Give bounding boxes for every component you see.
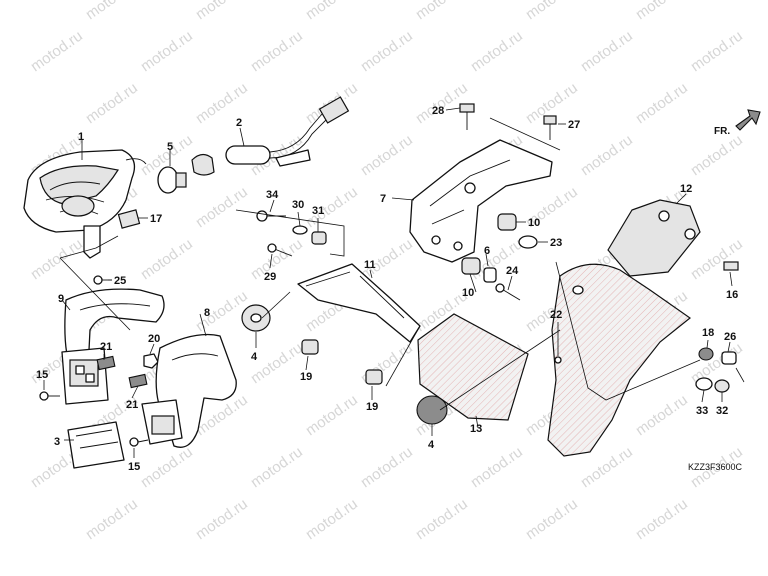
collars-bolts — [461, 213, 538, 301]
callout-29: 29 — [264, 271, 276, 283]
taillight-assembly — [23, 149, 147, 259]
callout-4a: 4 — [251, 351, 258, 363]
callout-12: 12 — [680, 183, 692, 195]
clip — [117, 209, 141, 229]
callout-21b: 21 — [126, 399, 138, 411]
bolts-28-27 — [459, 103, 557, 140]
callout-27: 27 — [568, 119, 580, 131]
callout-30: 30 — [292, 199, 304, 211]
callout-13: 13 — [470, 423, 482, 435]
callout-25: 25 — [114, 275, 126, 287]
license-bracket — [297, 263, 421, 343]
fender-hardware — [554, 261, 739, 393]
license-plate — [417, 313, 529, 421]
callout-15a: 15 — [36, 369, 48, 381]
direction-arrow: FR. — [714, 109, 761, 137]
upper-bracket — [409, 139, 553, 263]
callout-3: 3 — [54, 436, 60, 448]
callout-16: 16 — [726, 289, 738, 301]
callout-32: 32 — [716, 405, 728, 417]
bolt-25 — [93, 275, 112, 285]
diagram-code: KZZ3F3600C — [688, 462, 743, 472]
callout-10a: 10 — [528, 217, 540, 229]
callout-17: 17 — [150, 213, 162, 225]
license-lens — [67, 421, 125, 469]
callout-19a: 19 — [300, 371, 312, 383]
callout-5: 5 — [167, 141, 173, 153]
bulb — [157, 166, 187, 194]
callout-11: 11 — [364, 259, 376, 271]
callout-6: 6 — [484, 245, 490, 257]
rubber-pieces — [96, 355, 148, 389]
callout-18: 18 — [702, 327, 714, 339]
rear-fender — [547, 199, 701, 457]
callout-1: 1 — [78, 131, 84, 143]
callout-15b: 15 — [128, 461, 140, 473]
callout-19b: 19 — [366, 401, 378, 413]
callout-28: 28 — [432, 105, 444, 117]
nuts-19 — [301, 339, 383, 385]
callout-24: 24 — [506, 265, 519, 277]
callout-33: 33 — [696, 405, 708, 417]
callout-2: 2 — [236, 117, 242, 129]
callout-21a: 21 — [100, 341, 112, 353]
callout-4b: 4 — [428, 439, 435, 451]
socket-harness — [191, 96, 350, 176]
leader-lines — [43, 107, 745, 458]
callout-8: 8 — [204, 307, 210, 319]
callout-22: 22 — [550, 309, 562, 321]
callout-7: 7 — [380, 193, 386, 205]
callout-10b: 10 — [462, 287, 474, 299]
screws-15 — [39, 391, 149, 447]
center-hardware — [256, 210, 327, 257]
license-light-unit — [61, 347, 109, 405]
grommets — [241, 304, 448, 425]
light-holder — [141, 399, 183, 445]
callout-numbers: 1 2 3 4 4 5 6 7 8 9 10 10 11 12 13 15 15… — [36, 105, 738, 473]
callout-23: 23 — [550, 237, 562, 249]
callout-9: 9 — [58, 293, 64, 305]
callout-20: 20 — [148, 333, 160, 345]
nut-20 — [143, 353, 159, 369]
direction-label: FR. — [714, 126, 730, 137]
callout-31: 31 — [312, 205, 324, 217]
callout-34: 34 — [266, 189, 279, 201]
callout-26: 26 — [724, 331, 736, 343]
